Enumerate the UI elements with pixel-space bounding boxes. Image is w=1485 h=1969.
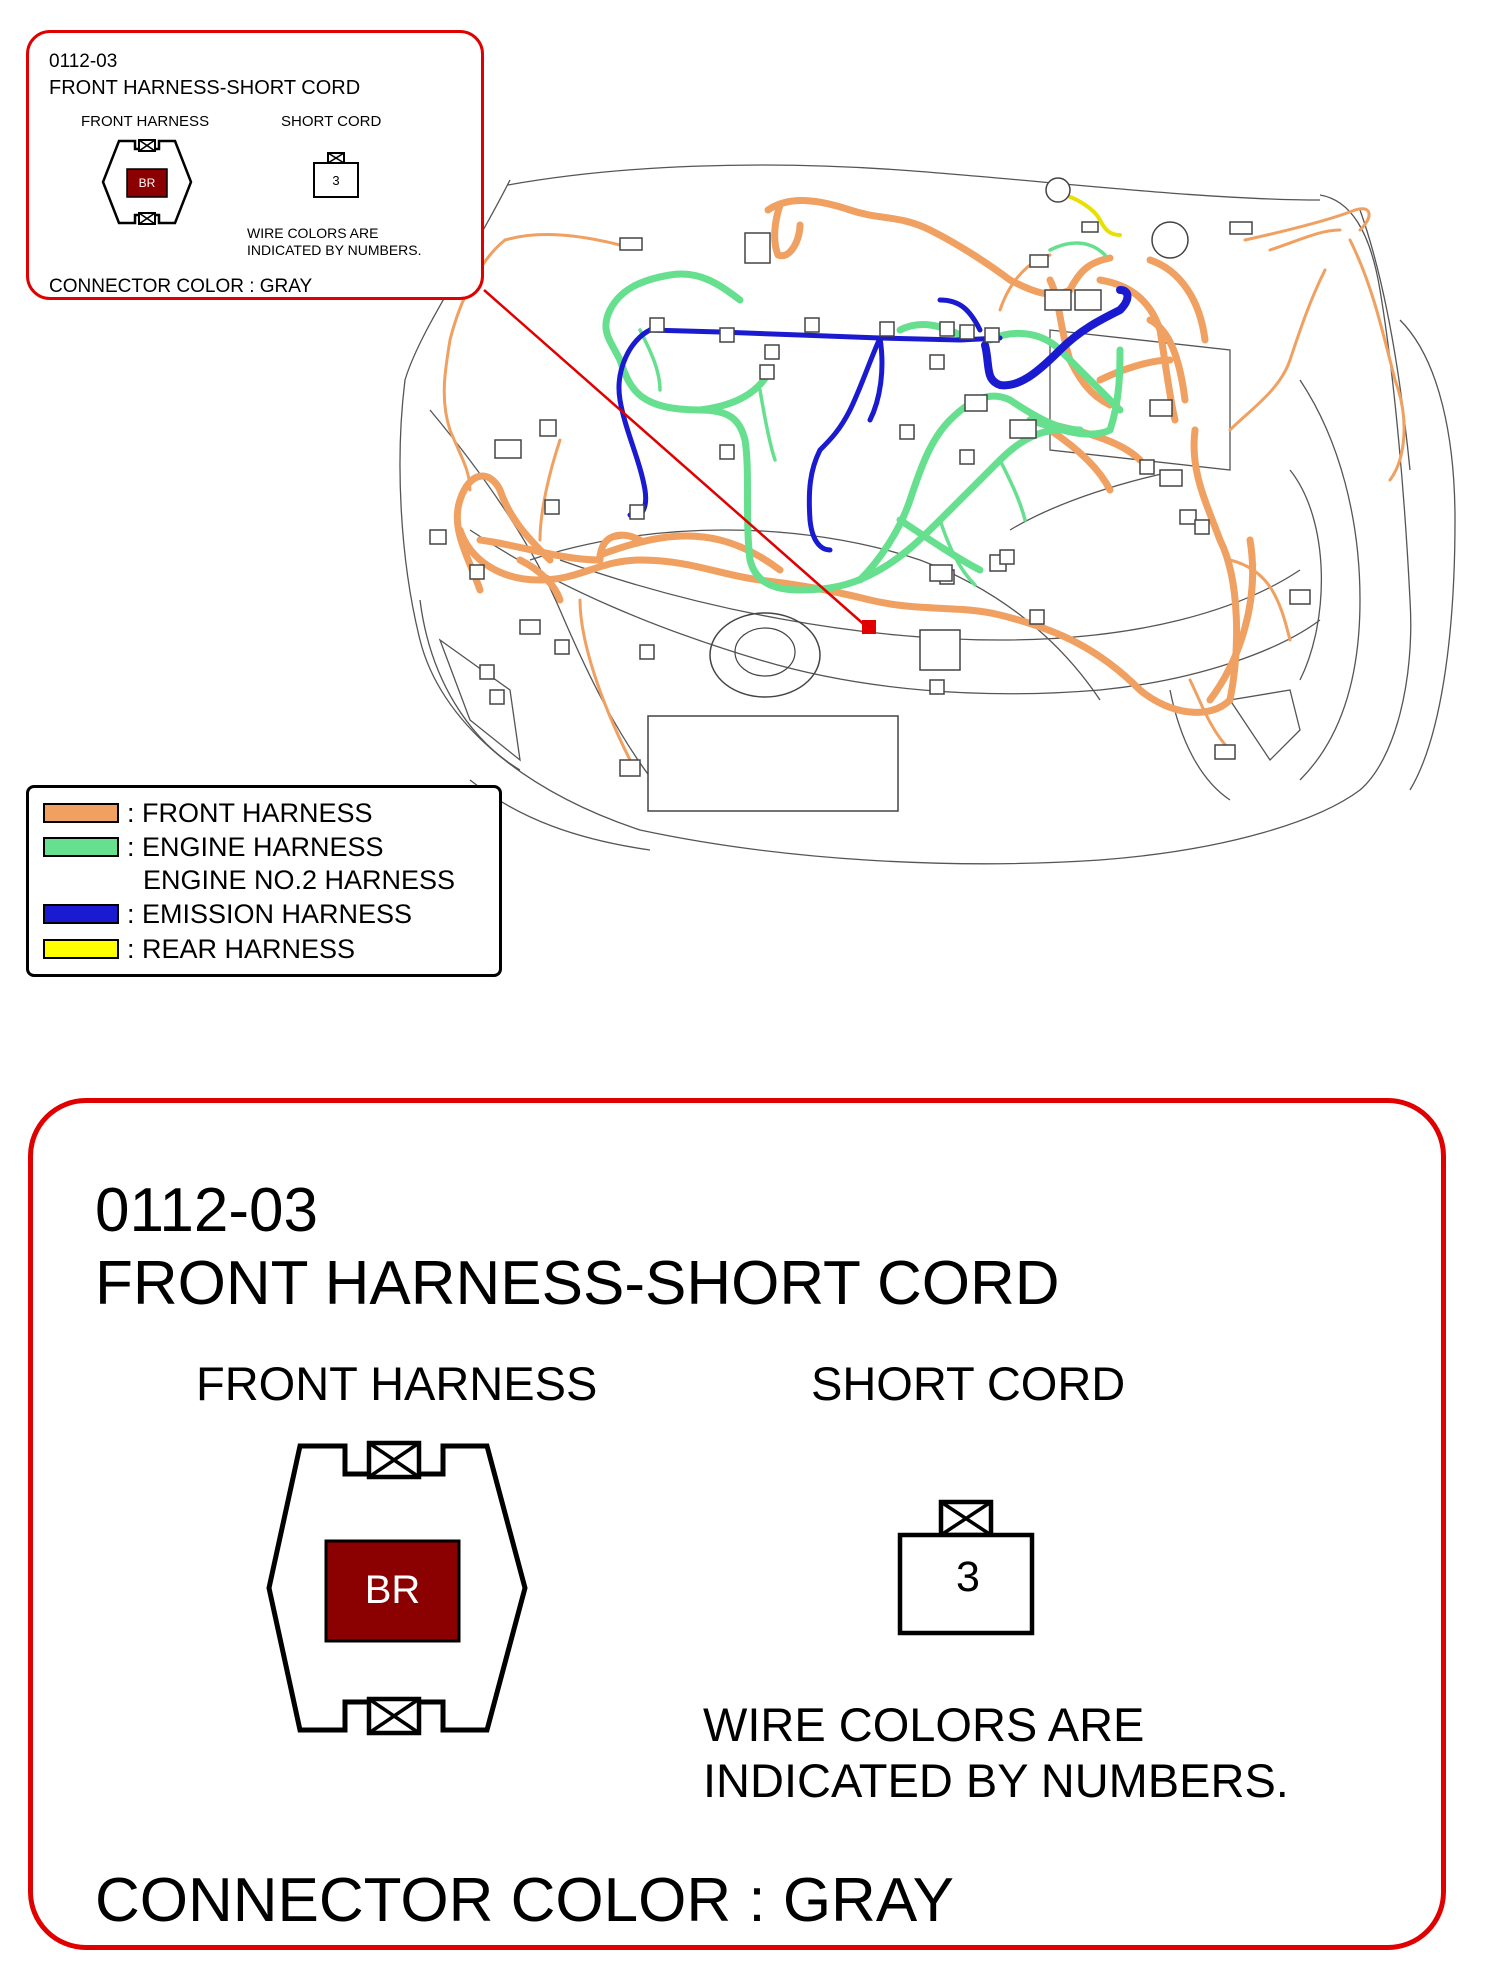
note-line-1: WIRE COLORS ARE <box>247 225 379 241</box>
note-line-2: INDICATED BY NUMBERS. <box>703 1754 1289 1807</box>
legend-label: : FRONT HARNESS <box>127 798 373 828</box>
front-harness-branches <box>442 207 1406 762</box>
wire-color-note-large: WIRE COLORS ARE INDICATED BY NUMBERS. <box>703 1697 1289 1809</box>
connector-code: 0112-03 <box>49 51 118 72</box>
pin-color-br: BR <box>138 176 156 190</box>
note-line-1: WIRE COLORS ARE <box>703 1698 1145 1751</box>
short-cord-label-large: SHORT CORD <box>811 1357 1126 1410</box>
rear-harness-wire <box>1063 193 1122 237</box>
short-cord-connector-icon-large <box>897 1499 1035 1636</box>
connector-color-large: CONNECTOR COLOR : GRAY <box>95 1866 954 1935</box>
callout-target-marker <box>862 620 876 634</box>
pin-number: 3 <box>332 173 340 188</box>
connector-title: FRONT HARNESS-SHORT CORD <box>49 77 361 99</box>
legend-swatch-orange <box>43 803 119 823</box>
connector-title-large: FRONT HARNESS-SHORT CORD <box>95 1249 1060 1318</box>
short-cord-label: SHORT CORD <box>281 113 382 130</box>
harness-legend: : FRONT HARNESS : ENGINE HARNESS ENGINE … <box>26 785 502 977</box>
front-harness-label-large: FRONT HARNESS <box>196 1357 598 1410</box>
short-cord-connector-icon <box>313 152 359 198</box>
engine-harness-wires <box>602 270 1124 594</box>
grommet <box>1151 221 1189 259</box>
legend-swatch-yellow <box>43 939 119 959</box>
legend-label: : EMISSION HARNESS <box>127 899 413 929</box>
pin-color-br-large: BR <box>364 1568 421 1612</box>
legend-swatch-green <box>43 837 119 857</box>
connector-color: CONNECTOR COLOR : GRAY <box>49 276 313 297</box>
connectors <box>429 221 1311 777</box>
legend-label: : ENGINE HARNESS <box>127 832 384 862</box>
emblem <box>709 612 821 698</box>
front-harness-label: FRONT HARNESS <box>81 113 210 130</box>
grommet <box>1045 177 1071 203</box>
connector-code-large: 0112-03 <box>95 1176 318 1245</box>
legend-label: : REAR HARNESS <box>127 934 356 964</box>
pin-number-large: 3 <box>956 1553 980 1601</box>
front-harness-connector-icon-large <box>266 1440 528 1736</box>
front-harness-wires <box>453 197 1257 716</box>
license-plate <box>647 715 899 812</box>
note-line-2: INDICATED BY NUMBERS. <box>247 242 422 258</box>
wire-color-note: WIRE COLORS ARE INDICATED BY NUMBERS. <box>247 225 422 259</box>
front-harness-connector-icon <box>101 139 193 225</box>
connector-callout-large: 0112-03 FRONT HARNESS-SHORT CORD FRONT H… <box>28 1098 1446 1950</box>
legend-label: ENGINE NO.2 HARNESS <box>143 865 456 895</box>
legend-swatch-blue <box>43 904 119 924</box>
callout-pointer-line <box>483 289 869 629</box>
emblem-inner <box>734 627 796 677</box>
connector-callout-small: 0112-03 FRONT HARNESS-SHORT CORD FRONT H… <box>26 30 484 300</box>
emission-harness-main <box>981 286 1132 390</box>
